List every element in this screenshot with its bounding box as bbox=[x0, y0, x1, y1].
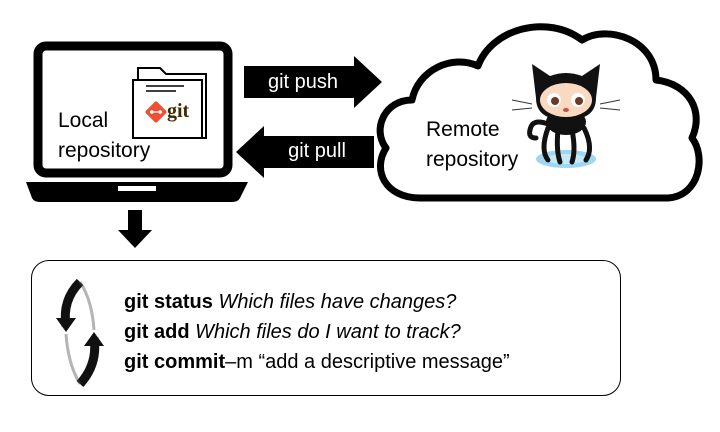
git-push-label: git push bbox=[267, 71, 339, 93]
command-description: Which files do I want to track? bbox=[195, 321, 461, 343]
command-row: git commit–m “add a descriptive message” bbox=[124, 347, 510, 377]
remote-label-line2: repository bbox=[426, 148, 519, 171]
git-pull-label: git pull bbox=[288, 140, 346, 162]
command-name: git commit bbox=[124, 351, 226, 373]
octocat-icon bbox=[511, 64, 621, 168]
pull-arrow bbox=[236, 126, 374, 178]
local-label-line1: Local bbox=[58, 109, 109, 132]
git-logo-text: git bbox=[167, 100, 190, 122]
command-description: –m “add a descriptive message” bbox=[225, 351, 510, 373]
cloud-icon bbox=[376, 23, 703, 202]
command-name: git add bbox=[124, 321, 190, 343]
command-row: git add Which files do I want to track? bbox=[124, 317, 510, 347]
down-arrow-icon bbox=[118, 210, 152, 248]
local-label-line2: repository bbox=[58, 139, 151, 162]
push-arrow bbox=[244, 56, 382, 108]
remote-label-line1: Remote bbox=[426, 118, 500, 141]
remote-repository-label: Remote repository bbox=[426, 115, 566, 175]
commands-box bbox=[31, 260, 621, 396]
git-logo-icon bbox=[145, 101, 167, 123]
command-name: git status bbox=[124, 291, 213, 313]
local-repository-label: Local repository bbox=[58, 106, 188, 166]
commands-list: git status Which files have changes? git… bbox=[124, 287, 510, 377]
command-row: git status Which files have changes? bbox=[124, 287, 510, 317]
command-description: Which files have changes? bbox=[218, 291, 457, 313]
cycle-arrows-icon bbox=[56, 278, 104, 388]
